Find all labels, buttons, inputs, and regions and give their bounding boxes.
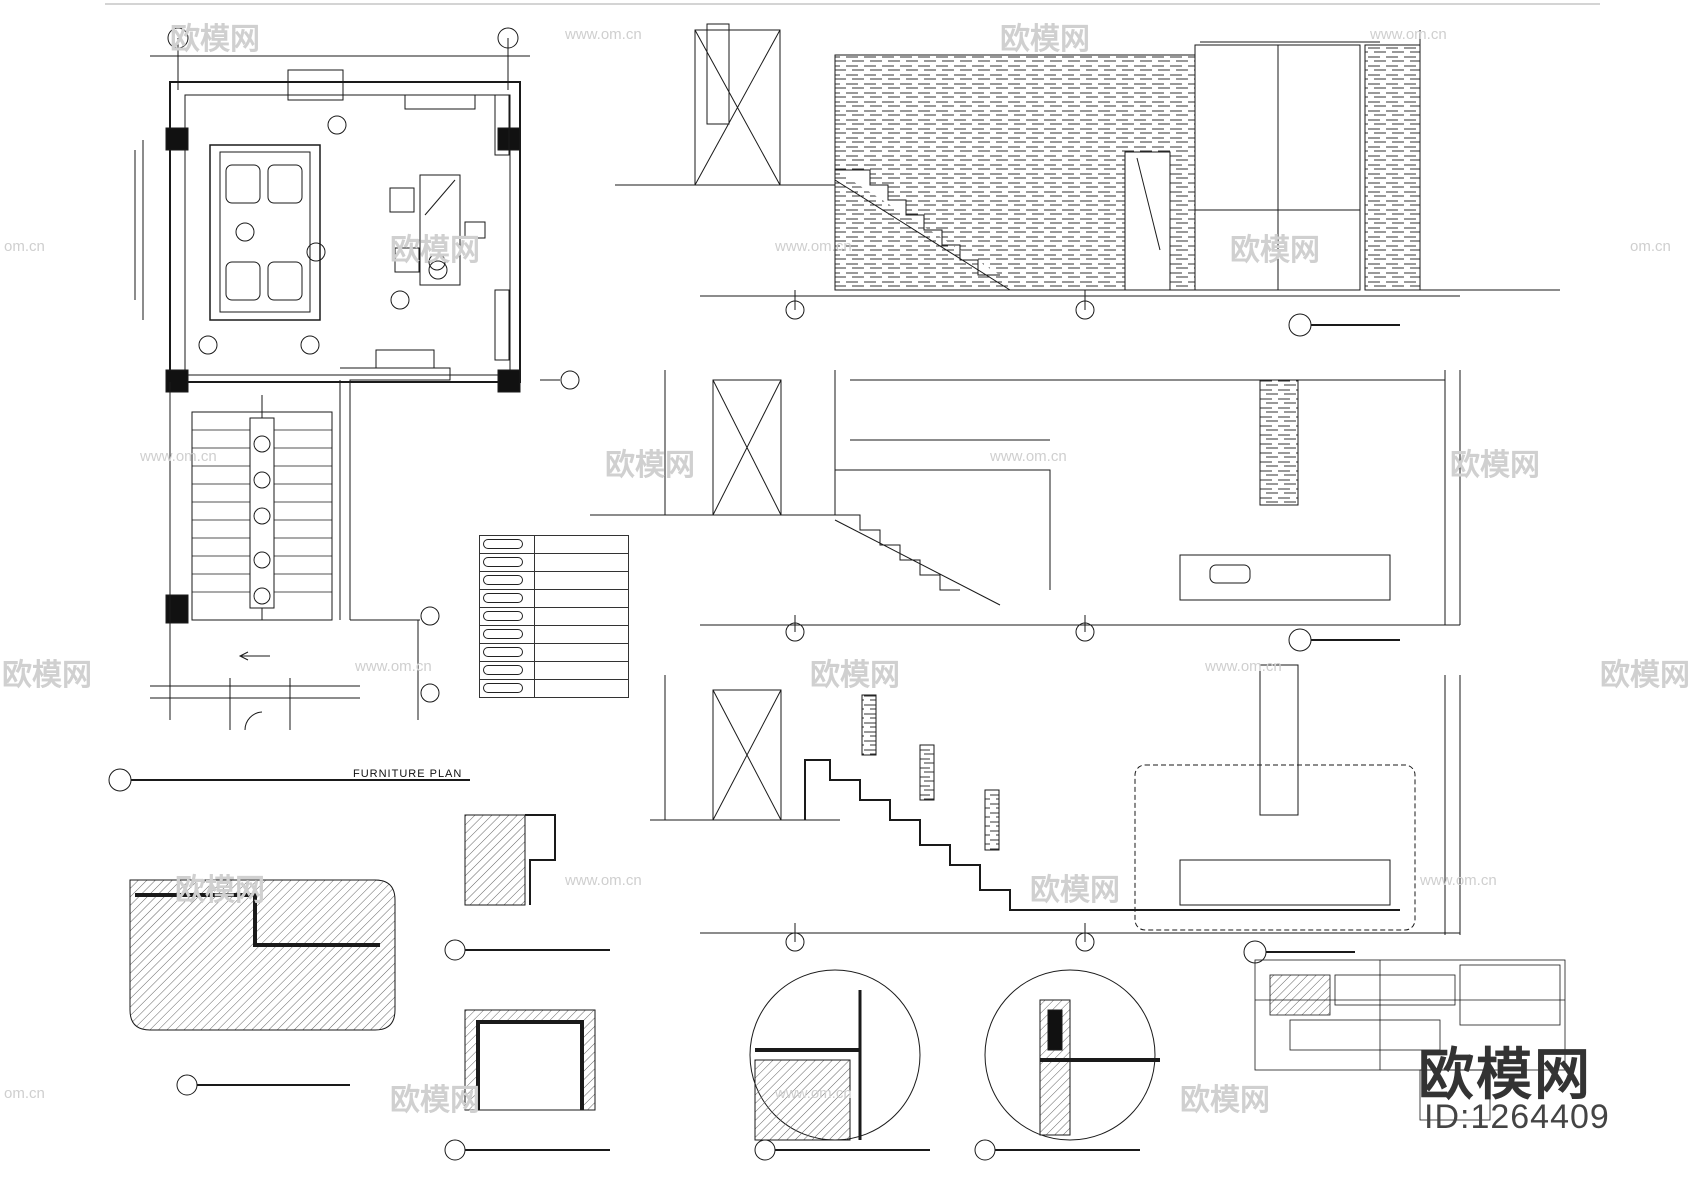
watermark: 欧模网 (390, 233, 480, 268)
watermark-url: www.om.cn (565, 872, 642, 889)
watermark: 欧模网 (1180, 1083, 1270, 1118)
legend-symbol (483, 664, 523, 675)
watermark: 欧模网 (390, 1083, 480, 1118)
material-legend-table (479, 535, 629, 698)
watermark-url: www.om.cn (1205, 658, 1282, 675)
watermark-url: www.om.cn (990, 448, 1067, 465)
legend-row (479, 571, 629, 590)
legend-symbol (483, 628, 523, 639)
watermark: 欧模网 (170, 22, 260, 57)
watermark: 欧模网 (1600, 658, 1690, 693)
watermark: 欧模网 (175, 873, 265, 908)
watermark-url-short: om.cn (4, 1085, 45, 1102)
legend-row (479, 535, 629, 554)
watermark: 欧模网 (1000, 22, 1090, 57)
legend-symbol (483, 592, 523, 603)
legend-symbol (483, 610, 523, 621)
plan-title: FURNITURE PLAN (353, 768, 463, 780)
watermark-url: www.om.cn (775, 1085, 852, 1102)
watermark: 欧模网 (2, 658, 92, 693)
brand-id: ID:1264409 (1424, 1098, 1610, 1136)
furniture-plan (108, 27, 580, 792)
watermark-url: www.om.cn (140, 448, 217, 465)
elevation-2 (590, 370, 1461, 652)
brand-logo-text: 欧模网 (1418, 1043, 1592, 1108)
legend-row (479, 553, 629, 572)
legend-row (479, 643, 629, 662)
legend-row (479, 625, 629, 644)
watermark-url-short: om.cn (1630, 238, 1671, 255)
watermark: 欧模网 (1030, 873, 1120, 908)
legend-symbol (483, 682, 523, 693)
legend-symbol (483, 556, 523, 567)
legend-row (479, 679, 629, 698)
watermark-url: www.om.cn (1420, 872, 1497, 889)
watermark-url: www.om.cn (775, 238, 852, 255)
watermark-url: www.om.cn (565, 26, 642, 43)
watermark-url: www.om.cn (355, 658, 432, 675)
legend-symbol (483, 574, 523, 585)
watermark: 欧模网 (1450, 448, 1540, 483)
section-details (129, 814, 1160, 1161)
watermark: 欧模网 (810, 658, 900, 693)
legend-row (479, 607, 629, 626)
watermark: 欧模网 (1230, 233, 1320, 268)
elevation-1 (615, 23, 1560, 337)
watermark-url-short: om.cn (4, 238, 45, 255)
key-plan (1254, 959, 1566, 1121)
elevation-3 (650, 664, 1461, 964)
watermark-url: www.om.cn (1370, 26, 1447, 43)
legend-symbol (483, 538, 523, 549)
watermark: 欧模网 (605, 448, 695, 483)
legend-symbol (483, 646, 523, 657)
legend-row (479, 589, 629, 608)
legend-row (479, 661, 629, 680)
